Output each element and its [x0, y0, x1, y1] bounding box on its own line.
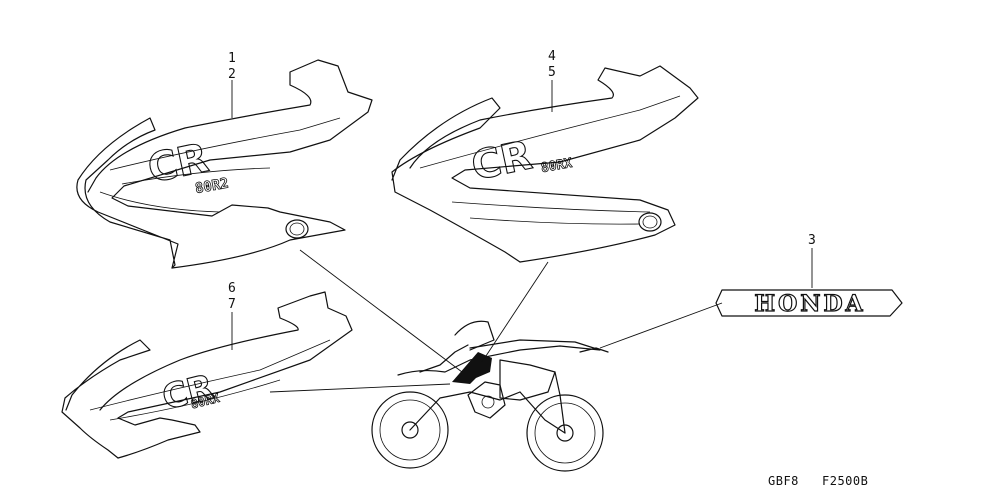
callout-4: 4: [548, 49, 556, 64]
honda-emblem-text: HONDA: [754, 291, 865, 317]
logo-right: CR: [468, 132, 536, 190]
model-right: 80RX: [540, 156, 574, 176]
shroud-decal-4-5: CR 80RX: [391, 65, 699, 263]
shroud-decal-6-7: CR 80RX: [61, 291, 353, 459]
callout-7: 7: [228, 297, 236, 312]
shroud-decal-1-2: CR 80R2: [76, 59, 373, 269]
model-code: GBF8: [768, 474, 799, 488]
shroud-shaded-area: [452, 352, 492, 384]
callout-5: 5: [548, 65, 556, 80]
leader-lines: [231, 80, 813, 393]
model-left: 80R2: [194, 175, 230, 197]
honda-emblem: HONDA: [715, 289, 903, 318]
callout-1: 1: [228, 51, 236, 66]
callout-6: 6: [228, 281, 236, 296]
callout-2: 2: [228, 67, 236, 82]
motorcycle: [371, 320, 609, 472]
callout-3: 3: [808, 233, 816, 248]
figure-code: F2500B: [822, 474, 869, 488]
